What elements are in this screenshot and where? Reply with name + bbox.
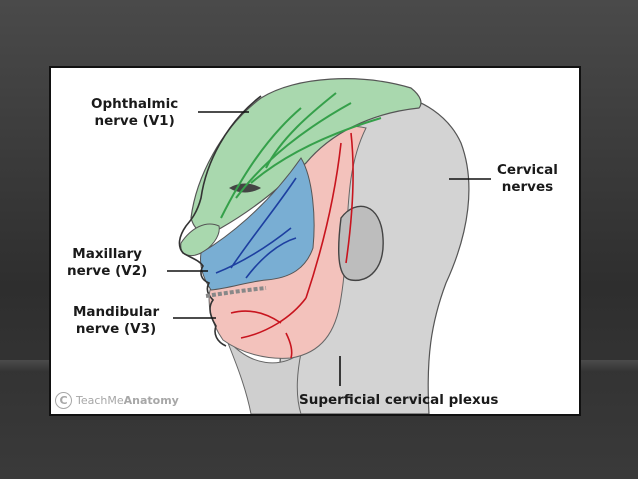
v2-nerve-branches — [215, 177, 297, 279]
slide-frame: Ophthalmic nerve (V1) Maxillary nerve (V… — [49, 66, 581, 416]
v1-region — [190, 78, 422, 234]
mandibular-nerve-label: Mandibular nerve (V3) — [73, 304, 160, 337]
watermark-brand-regular: TeachMe — [76, 394, 124, 407]
ear — [338, 205, 384, 282]
superficial-cervical-plexus-region — [225, 337, 302, 414]
cervical-nerves-label: Cervical nerves — [497, 162, 558, 195]
v1-nerve-branches — [220, 92, 382, 219]
watermark-brand-bold: Anatomy — [123, 394, 179, 407]
v3-nerve-branches — [230, 132, 354, 359]
superficial-cervical-plexus-label: Superficial cervical plexus — [299, 392, 499, 408]
face-profile — [178, 95, 262, 347]
v2-region — [200, 157, 315, 291]
copyright-icon: C — [55, 392, 72, 409]
maxillary-nerve-label: Maxillary nerve (V2) — [67, 246, 148, 279]
head-illustration — [167, 78, 491, 414]
leader-lines — [167, 111, 491, 386]
ophthalmic-nerve-label: Ophthalmic nerve (V1) — [91, 96, 179, 129]
